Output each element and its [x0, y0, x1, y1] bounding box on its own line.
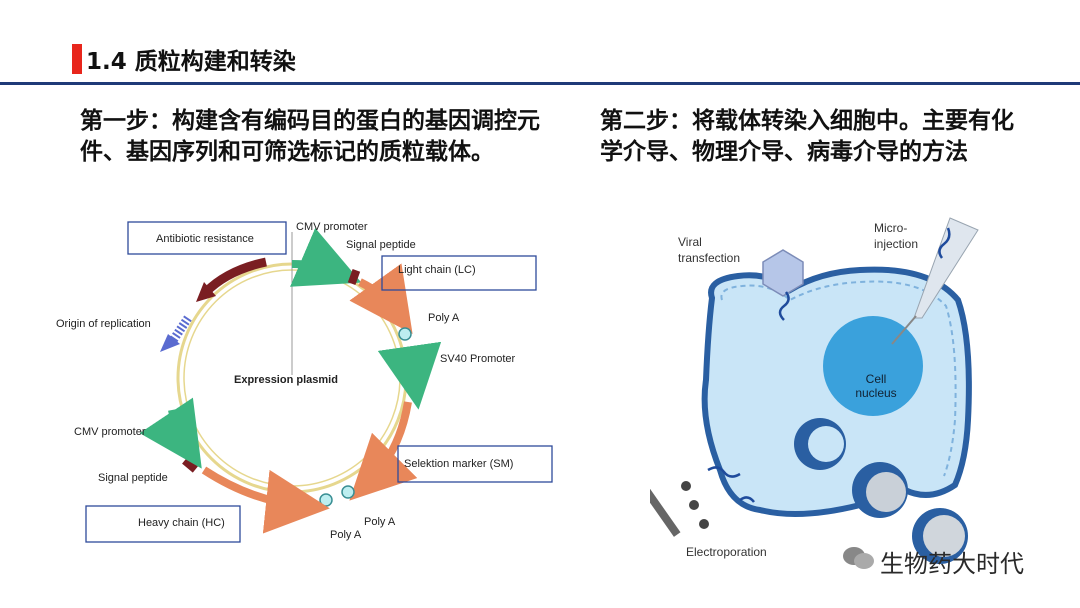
electro-label: Electroporation: [686, 545, 767, 559]
polya-1-icon: [398, 327, 412, 341]
nucleus-label-1: Cell: [866, 372, 887, 386]
heavy-chain-box: [85, 505, 241, 543]
light-chain-box: [381, 255, 537, 291]
electro-plate-icon: [650, 483, 681, 537]
polya-1-label: Poly A: [428, 312, 460, 324]
electrode-1-icon: [681, 481, 691, 491]
sv40-label: SV40 Promoter: [440, 353, 516, 365]
cell-nucleus: [823, 316, 923, 416]
electrode-2-icon: [689, 500, 699, 510]
heavy-chain-arrow: [201, 466, 330, 534]
antibiotic-box: [127, 221, 287, 255]
polya-3-icon: [319, 493, 333, 507]
plasmid-center-label: Expression plasmid: [234, 374, 338, 386]
signal-top-mark: [347, 269, 361, 285]
vesicle-2-inner: [866, 472, 906, 512]
title-divider: [0, 82, 1080, 85]
selection-box: [397, 445, 553, 483]
polya-2-icon: [341, 485, 355, 499]
slide-title: 1.4 质粒构建和转染: [86, 49, 296, 75]
needle-tip: [891, 315, 917, 345]
signal-bottom-mark: [182, 457, 198, 473]
title-accent-bar: [72, 44, 82, 74]
antibiotic-arrowhead-icon: [196, 282, 216, 302]
electrode-3-icon: [699, 519, 709, 529]
nucleus-label-2: nucleus: [855, 386, 896, 400]
vesicle-1-inner: [808, 426, 844, 462]
cmv-left-label: CMV promoter: [74, 426, 146, 438]
cmv-left-arrow: [139, 397, 202, 469]
signal-top-label: Signal peptide: [346, 239, 416, 251]
origin-arrow: [168, 315, 192, 345]
origin-label: Origin of replication: [56, 318, 151, 330]
sv40-arrow: [377, 341, 442, 410]
heavy-chain-label: Heavy chain (HC): [138, 517, 225, 529]
cell-membrane-inner: [720, 280, 957, 477]
virus-icon: [762, 249, 804, 297]
viral-label-2: transfection: [678, 251, 740, 265]
watermark-text: 生物药大时代: [880, 550, 1024, 578]
antibiotic-label: Antibiotic resistance: [156, 233, 254, 245]
polya-2-label: Poly A: [364, 516, 396, 528]
step2-text: 第二步：将载体转染入细胞中。主要有化学介导、物理介导、病毒介导的方法: [600, 108, 1014, 165]
wechat-icon: [843, 547, 874, 569]
micro-label-2: injection: [874, 237, 918, 251]
plasmid-diagram: Expression plasmid Antibiotic resistance…: [56, 221, 553, 543]
light-chain-label: Light chain (LC): [398, 264, 476, 276]
selection-arrow: [349, 401, 418, 501]
cmv-top-arrow: [289, 227, 362, 287]
vesicle-3-inner: [923, 515, 965, 557]
cell-diagram: Cell nucleus Viral transfection Micro- i…: [650, 217, 979, 564]
viral-dna-icon: [778, 291, 790, 321]
signal-bottom-label: Signal peptide: [98, 472, 168, 484]
micro-dna-icon: [938, 227, 951, 259]
polya-3-label: Poly A: [330, 529, 362, 541]
selection-label: Selektion marker (SM): [404, 458, 513, 470]
micro-label-1: Micro-: [874, 221, 907, 235]
light-chain-arrow: [349, 263, 413, 335]
micro-needle-icon: [913, 217, 979, 319]
cmv-top-label: CMV promoter: [296, 221, 368, 233]
viral-label-1: Viral: [678, 235, 702, 249]
antibiotic-arrow: [202, 257, 267, 296]
step1-text: 第一步：构建含有编码目的蛋白的基因调控元件、基因序列和可筛选标记的质粒载体。: [80, 108, 540, 165]
origin-arrowhead-icon: [160, 334, 180, 352]
electro-dna-icon: [707, 466, 755, 503]
